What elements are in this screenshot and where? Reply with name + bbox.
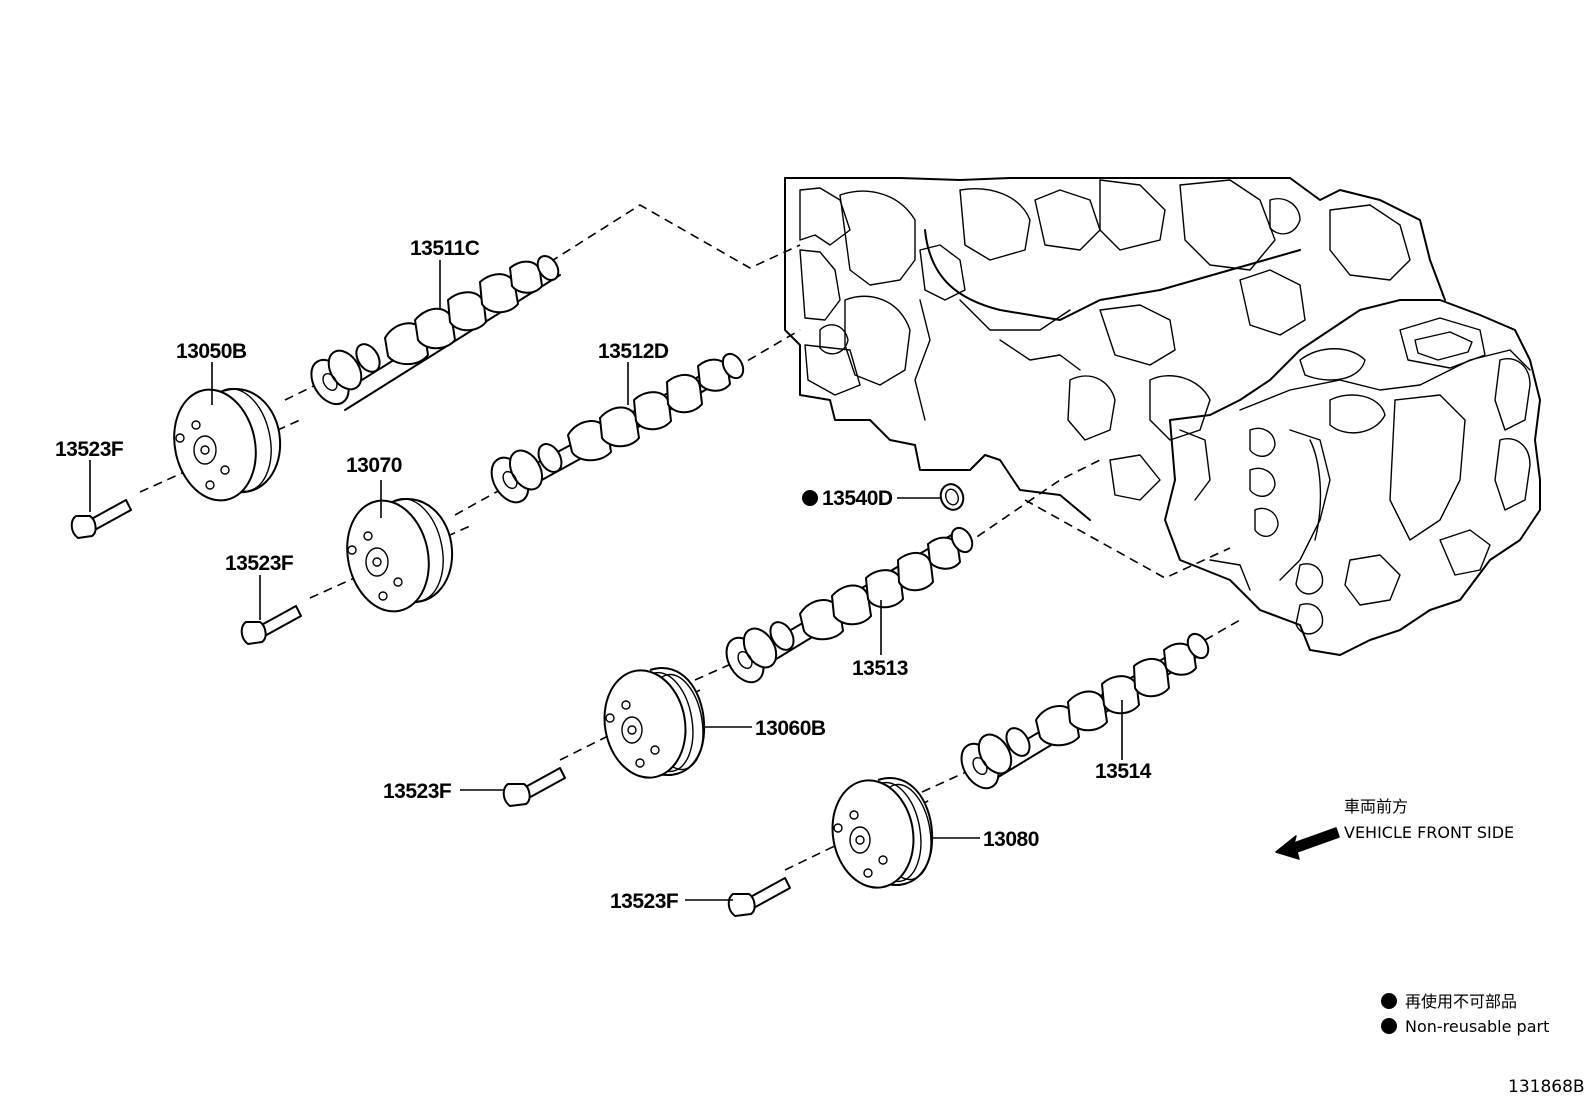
part-labels: 13511C 13050B 13523F 13512D 13070 13523F… bbox=[55, 237, 1152, 913]
leader-lines bbox=[89, 260, 1123, 901]
filled-circle-icon bbox=[1381, 993, 1397, 1009]
camshaft-13512D bbox=[490, 352, 745, 504]
bolt-13523F-b bbox=[240, 605, 302, 645]
legend-item-en: Non-reusable part bbox=[1405, 1017, 1549, 1036]
cylinder-head-illustration bbox=[784, 177, 1541, 656]
bolt-13523F-a bbox=[70, 499, 132, 539]
filled-circle-icon bbox=[1381, 1018, 1397, 1034]
assembly-dashed-lines bbox=[139, 204, 1241, 871]
legend-item-jp: 再使用不可部品 bbox=[1405, 992, 1517, 1011]
label-13523F-b: 13523F bbox=[225, 552, 294, 575]
seal-ring-13540D bbox=[939, 483, 965, 511]
label-13070: 13070 bbox=[346, 454, 402, 477]
label-13513: 13513 bbox=[852, 657, 908, 680]
label-13540D: 13540D bbox=[822, 487, 893, 510]
label-13060B: 13060B bbox=[755, 717, 826, 740]
direction-label-jp: 車両前方 bbox=[1344, 797, 1408, 816]
gear-13050B bbox=[173, 387, 282, 502]
camshaft-13511C bbox=[310, 254, 561, 411]
label-13080: 13080 bbox=[983, 828, 1039, 851]
label-13523F-c: 13523F bbox=[383, 780, 452, 803]
vehicle-front-indicator: 車両前方 VEHICLE FRONT SIDE bbox=[1275, 797, 1514, 860]
legend: 再使用不可部品 Non-reusable part bbox=[1381, 992, 1549, 1036]
direction-label-en: VEHICLE FRONT SIDE bbox=[1344, 823, 1514, 842]
gear-13060B bbox=[603, 667, 706, 779]
gear-13080 bbox=[831, 777, 934, 889]
label-13050B: 13050B bbox=[176, 340, 247, 363]
label-13514: 13514 bbox=[1095, 760, 1152, 783]
label-13512D: 13512D bbox=[598, 340, 669, 363]
bolt-13523F-c bbox=[502, 767, 566, 807]
non-reusable-marker-icon bbox=[802, 490, 818, 506]
figure-number: 131868B bbox=[1508, 1077, 1585, 1097]
bolt-13523F-d bbox=[727, 877, 791, 917]
arrow-left-icon bbox=[1275, 827, 1340, 860]
label-13523F-d: 13523F bbox=[610, 890, 679, 913]
label-13511C: 13511C bbox=[410, 237, 480, 260]
camshaft-13514 bbox=[960, 632, 1210, 790]
camshaft-13513 bbox=[725, 526, 974, 684]
gear-13070 bbox=[346, 497, 454, 613]
label-13523F-a: 13523F bbox=[55, 438, 124, 461]
